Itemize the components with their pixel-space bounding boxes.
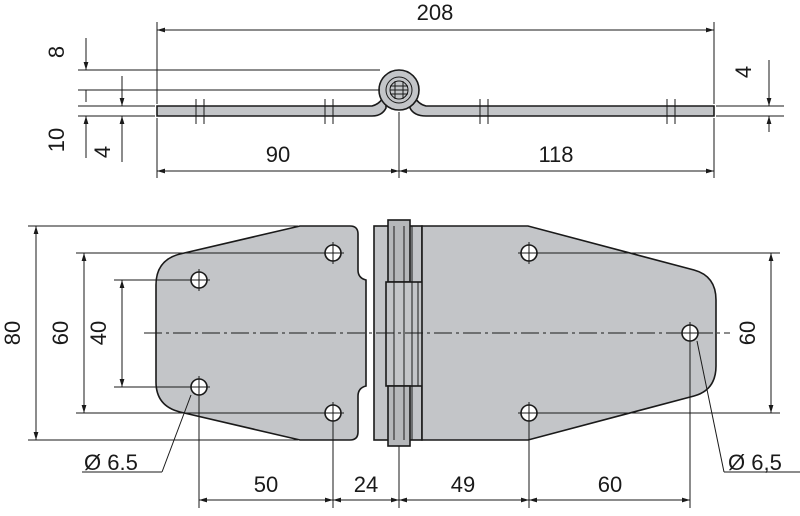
dim-total-thickness: 10	[44, 128, 69, 152]
hole-left-top	[188, 269, 210, 291]
dim-span-b: 24	[354, 472, 378, 497]
dim-inner-hole-spacing: 40	[86, 321, 111, 345]
top-pin-segment-top	[387, 219, 411, 283]
hole-left-lower-inner	[322, 402, 344, 424]
hole-right-top	[518, 242, 540, 264]
side-right-leaf	[409, 95, 715, 117]
label-right-hole-diameter: Ø 6,5	[728, 450, 782, 475]
label-left-hole-diameter: Ø 6.5	[84, 450, 138, 475]
top-right-leaf	[421, 225, 717, 441]
side-view: 208 90 118 8 10 4 4	[44, 0, 784, 178]
dim-leaf-thickness-left: 4	[90, 146, 115, 158]
dim-overall-length: 208	[417, 0, 454, 25]
side-pin-ring	[385, 76, 413, 104]
dim-span-d: 60	[598, 472, 622, 497]
dim-leaf-thickness-right: 4	[731, 66, 756, 78]
side-screw-marks	[195, 99, 676, 124]
dim-span-c: 49	[451, 472, 475, 497]
top-pin-segment-bottom	[387, 385, 411, 447]
dim-right-leaf-length: 118	[538, 142, 573, 167]
side-left-leaf	[156, 95, 387, 117]
dim-right-hole-spacing: 60	[735, 321, 760, 345]
dim-knuckle-height: 8	[44, 46, 69, 58]
leader-left-diameter	[161, 394, 192, 473]
leader-right-diameter	[696, 340, 725, 473]
hole-left-upper-inner	[322, 242, 344, 264]
dim-overall-height: 80	[0, 321, 25, 345]
dim-left-leaf-length: 90	[266, 142, 290, 167]
top-pin-segment-middle	[385, 281, 427, 387]
dim-span-a: 50	[254, 472, 278, 497]
hole-left-bottom	[188, 376, 210, 398]
hole-right-bottom	[518, 402, 540, 424]
top-view: 80 60 40 60 Ø 6.5 Ø 6,5 50 24 49	[0, 219, 800, 508]
dim-outer-hole-spacing: 60	[48, 321, 73, 345]
